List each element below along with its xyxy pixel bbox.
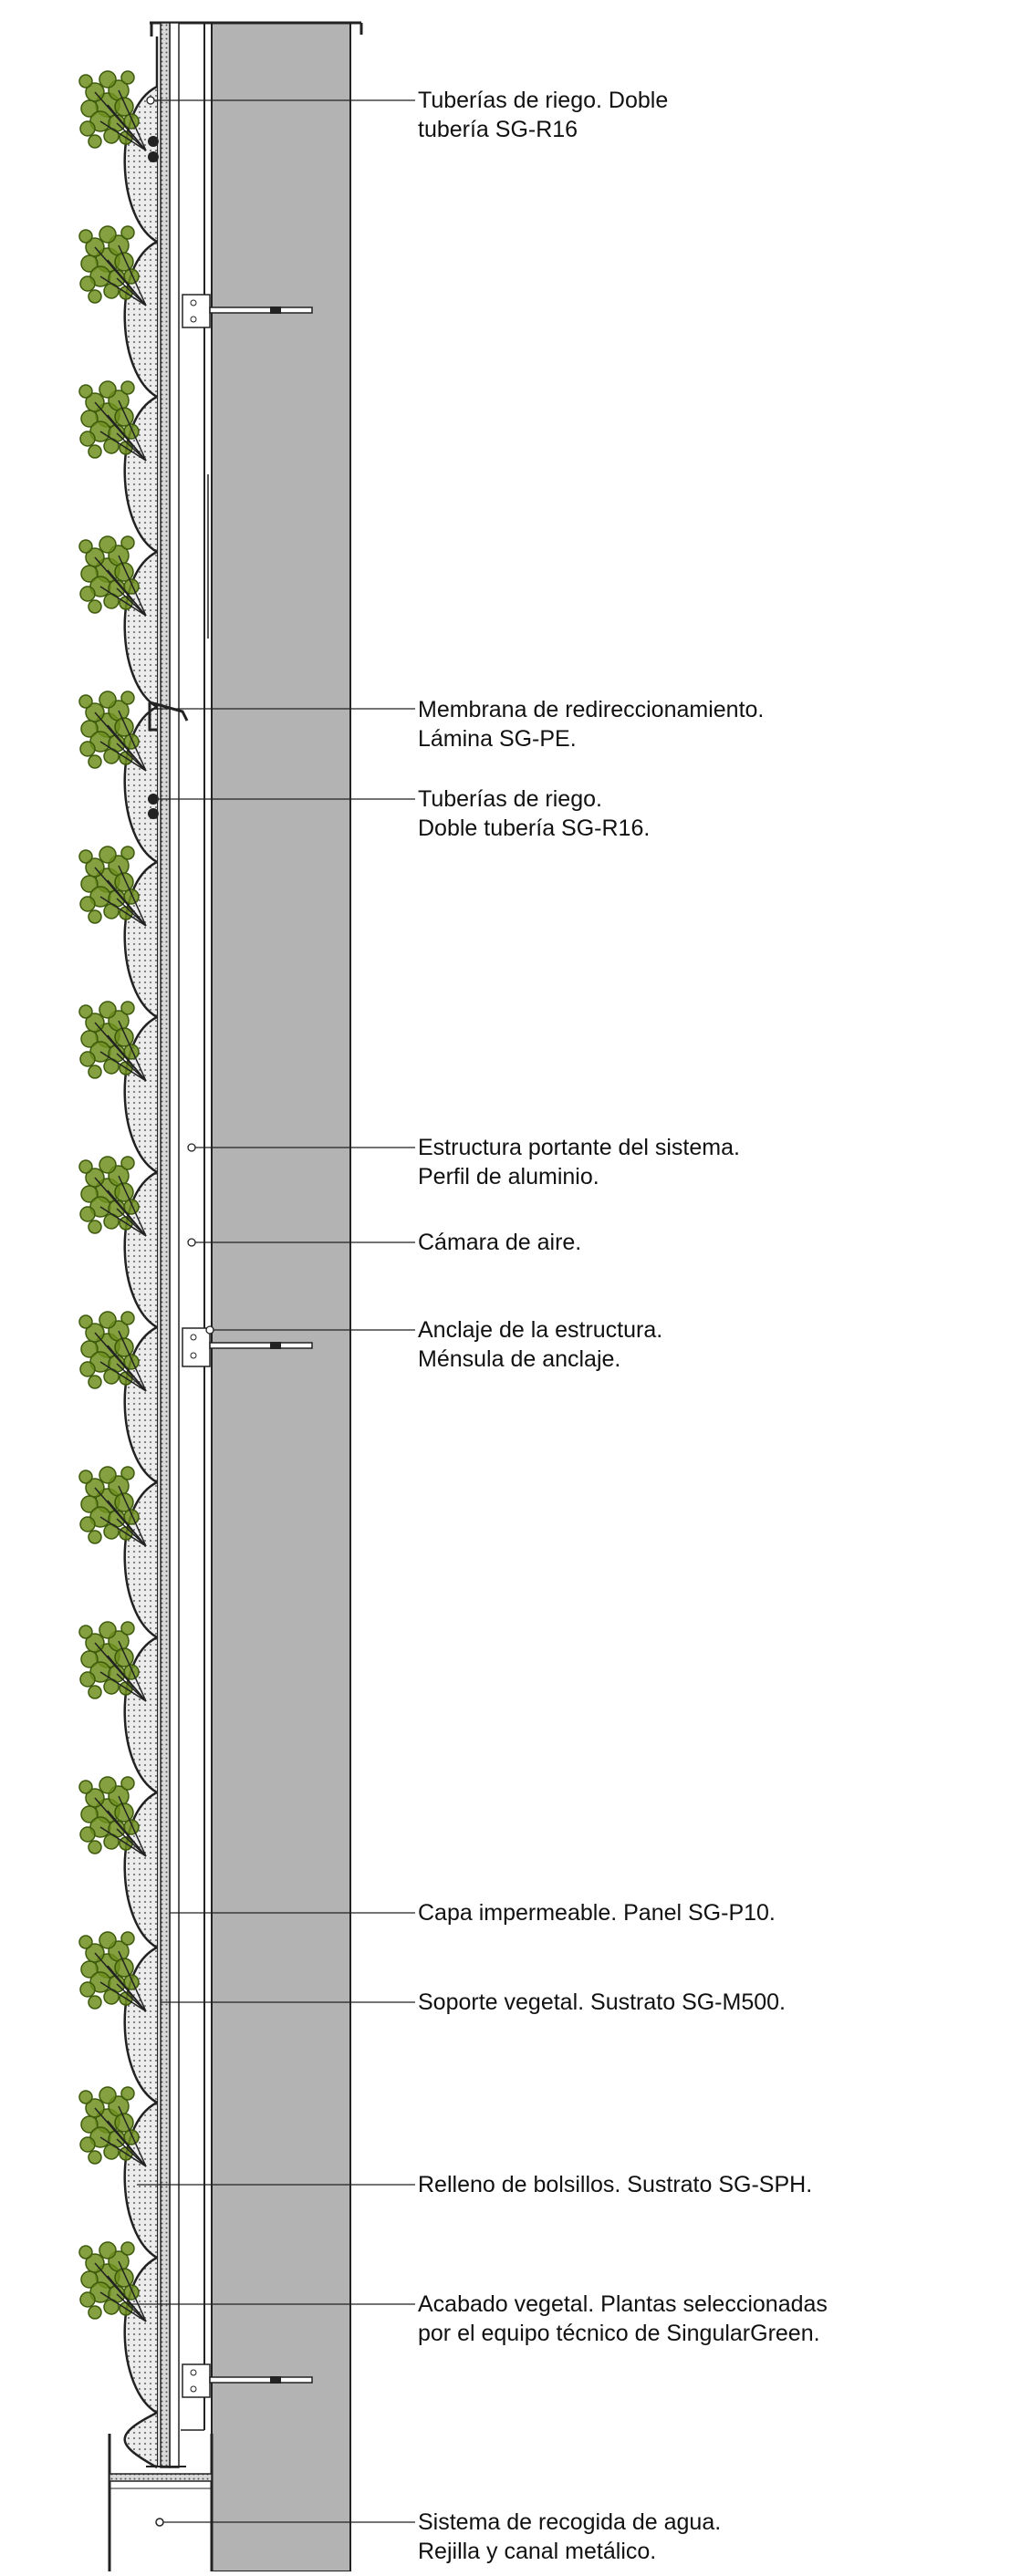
plant [78, 1776, 147, 1857]
label-structure: Estructura portante del sistema. Perfil … [418, 1133, 740, 1191]
label-water-collection-line-1: Sistema de recogida de agua. [418, 2509, 722, 2535]
plant [78, 70, 147, 151]
label-waterproof-line-1: Capa impermeable. Panel SG-P10. [418, 1900, 776, 1926]
plant [78, 846, 147, 927]
label-plants: Acabado vegetal. Plantas seleccionadas p… [418, 2290, 828, 2348]
label-structure-line-1: Estructura portante del sistema. [418, 1135, 740, 1160]
anchor-bracket-1 [182, 294, 313, 328]
irrigation-pipe-top [148, 136, 159, 162]
label-irrigation-top: Tuberías de riego. Doble tubería SG-R16 [418, 86, 668, 144]
label-water-collection-line-2: Rejilla y canal metálico. [418, 2539, 657, 2564]
label-irrigation-mid-line-1: Tuberías de riego. [418, 786, 602, 812]
label-plants-line-1: Acabado vegetal. Plantas seleccionadas [418, 2291, 828, 2317]
plant [78, 2241, 147, 2322]
label-irrigation-top-line-2: tubería SG-R16 [418, 117, 578, 142]
anchor-bracket-2 [182, 1327, 313, 1367]
plant [78, 1931, 147, 2012]
irrigation-pipe-mid [148, 794, 159, 819]
redirection-membrane [148, 701, 189, 732]
concrete-wall [211, 22, 351, 2572]
label-plants-line-2: por el equipo técnico de SingularGreen. [418, 2321, 820, 2346]
label-substrate: Soporte vegetal. Sustrato SG-M500. [418, 1988, 786, 2017]
plants-group [78, 70, 147, 2322]
plant [78, 691, 147, 772]
label-air-chamber: Cámara de aire. [418, 1228, 581, 1257]
label-water-collection: Sistema de recogida de agua. Rejilla y c… [418, 2508, 721, 2566]
plant [78, 2086, 147, 2167]
substrate-layer [160, 22, 171, 2468]
plant [78, 1001, 147, 1082]
label-substrate-line-1: Soporte vegetal. Sustrato SG-M500. [418, 1989, 786, 2015]
plant [78, 225, 147, 306]
leader-lines [128, 96, 415, 2523]
label-membrane-line-1: Membrana de redireccionamiento. [418, 697, 765, 722]
label-irrigation-top-line-1: Tuberías de riego. Doble [418, 88, 669, 113]
label-air-chamber-line-1: Cámara de aire. [418, 1230, 582, 1255]
plant [78, 535, 147, 617]
label-structure-line-2: Perfil de aluminio. [418, 1164, 599, 1189]
label-anchor-line-1: Anclaje de la estructura. [418, 1317, 663, 1343]
label-anchor: Anclaje de la estructura. Ménsula de anc… [418, 1315, 662, 1374]
label-membrane-line-2: Lámina SG-PE. [418, 726, 577, 752]
label-pocket-fill-line-1: Relleno de bolsillos. Sustrato SG-SPH. [418, 2172, 813, 2197]
plant [78, 1621, 147, 1702]
plant [78, 1466, 147, 1547]
label-waterproof: Capa impermeable. Panel SG-P10. [418, 1898, 776, 1927]
plant [78, 1311, 147, 1392]
plant [78, 1156, 147, 1237]
label-anchor-line-2: Ménsula de anclaje. [418, 1346, 621, 1372]
label-irrigation-mid-line-2: Doble tubería SG-R16. [418, 815, 651, 841]
label-irrigation-mid: Tuberías de riego. Doble tubería SG-R16. [418, 784, 650, 843]
label-pocket-fill: Relleno de bolsillos. Sustrato SG-SPH. [418, 2170, 812, 2199]
pocket [123, 2411, 158, 2469]
label-membrane: Membrana de redireccionamiento. Lámina S… [418, 695, 764, 753]
plant [78, 380, 147, 462]
waterproof-panel [169, 22, 180, 2468]
anchor-bracket-3 [182, 2363, 313, 2398]
water-collection-channel [108, 2434, 214, 2571]
